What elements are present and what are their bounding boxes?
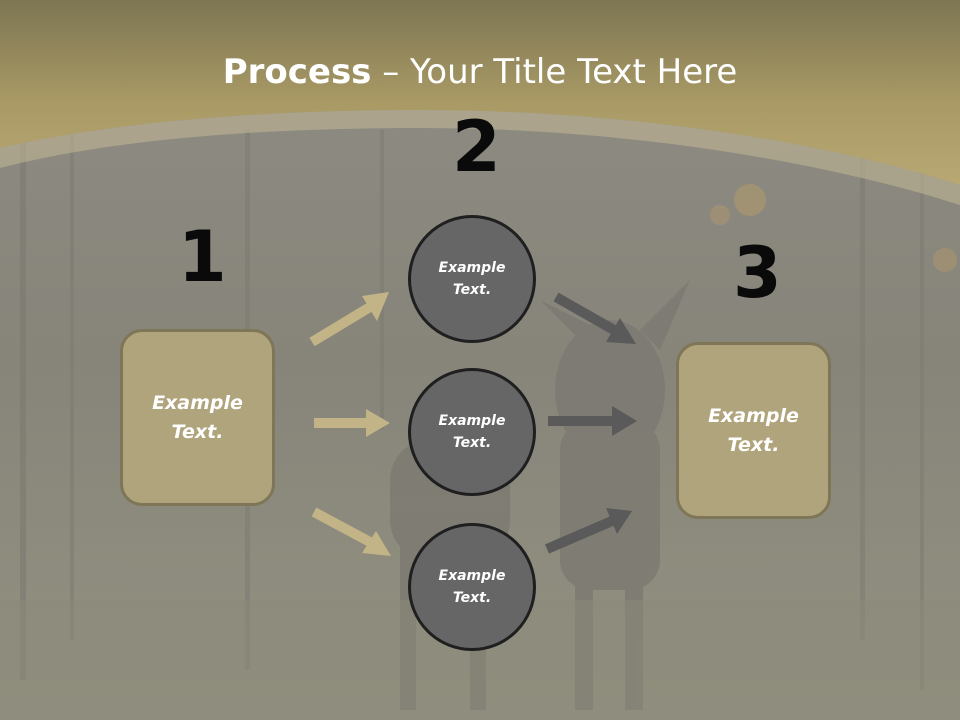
step-3-text: Example Text. [708, 405, 799, 456]
step-number-2: 2 [452, 106, 501, 188]
title-bold: Process [222, 52, 372, 92]
slide-title: Process – Your Title Text Here [0, 52, 960, 92]
step-1-text: Example Text. [152, 392, 243, 443]
step-2-circle-3[interactable]: Example Text. [408, 523, 536, 651]
step-2-circle-1[interactable]: Example Text. [408, 215, 536, 343]
title-rest: – Your Title Text Here [371, 52, 738, 92]
circle-1-text: Example Text. [438, 259, 506, 298]
step-1-box[interactable]: Example Text. [120, 329, 275, 506]
step-2-circle-2[interactable]: Example Text. [408, 368, 536, 496]
step-3-box[interactable]: Example Text. [676, 342, 831, 519]
step-number-1: 1 [178, 216, 227, 298]
circle-2-text: Example Text. [438, 412, 506, 451]
step-number-3: 3 [733, 232, 782, 314]
circle-3-text: Example Text. [438, 567, 506, 606]
